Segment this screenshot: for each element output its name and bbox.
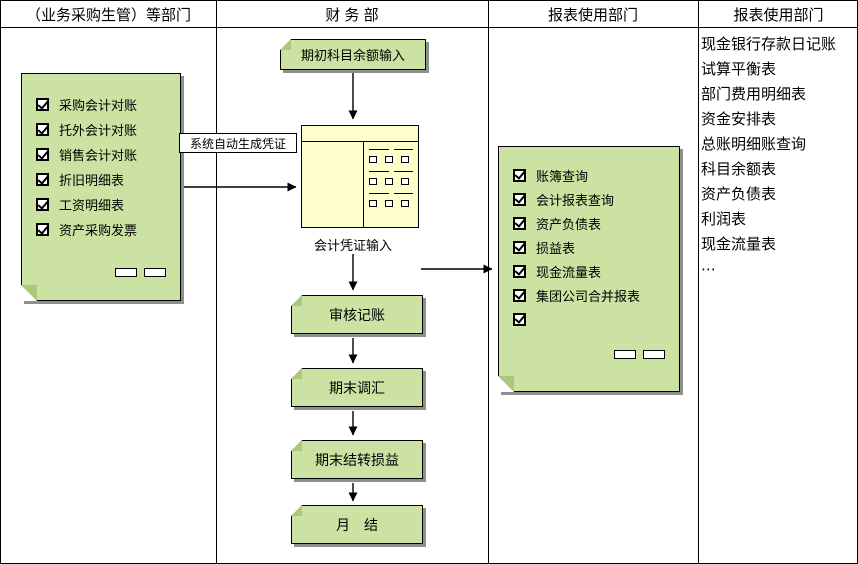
report-list-item: 现金流量表	[701, 236, 777, 253]
voucher-form-graphic	[301, 125, 419, 228]
checklist-item-label: 集团公司合并报表	[536, 288, 641, 304]
voucher-input-label: 会计凭证输入	[313, 238, 392, 253]
checklist-item: 账簿查询	[499, 163, 679, 187]
source-documents-note: 采购会计对账 托外会计对账 销售会计对账 折旧明细表	[21, 73, 181, 301]
checklist-item-label: 折旧明细表	[59, 173, 125, 188]
checkbox-checked-icon	[513, 168, 526, 182]
checkbox-checked-icon	[36, 123, 49, 136]
checkbox-checked-icon	[36, 148, 49, 161]
checkbox-checked-icon	[36, 173, 49, 186]
report-list: 现金银行存款日记账 试算平衡表 部门费用明细表 资金安排表 总账明细账查询 科目…	[701, 31, 856, 281]
report-list-item: 利润表	[701, 211, 747, 228]
mini-rect-icon	[643, 350, 665, 359]
checkbox-checked-icon	[513, 216, 526, 230]
carryover-step: 期末结转损益	[291, 440, 423, 479]
report-list-item: 部门费用明细表	[701, 86, 807, 103]
checklist-item-label: 现金流量表	[536, 264, 602, 280]
checklist-item: 现金流量表	[499, 259, 679, 283]
checklist-item: 会计报表查询	[499, 187, 679, 211]
mini-rect-icon	[614, 350, 636, 359]
column-header-report-users-1: 报表使用部门	[547, 6, 638, 24]
checkbox-checked-icon	[513, 240, 526, 254]
checklist-item: 折旧明细表	[22, 167, 180, 192]
audit-step: 审核记账	[291, 295, 423, 334]
checklist-item-label: 会计报表查询	[536, 192, 615, 208]
checklist-item: 工资明细表	[22, 192, 180, 217]
checkbox-checked-icon	[513, 312, 526, 326]
checklist-item: 托外会计对账	[22, 117, 180, 142]
report-list-item: 总账明细账查询	[701, 136, 807, 153]
column-header-source-departments: （业务采购生管）等部门	[25, 6, 191, 24]
checklist-item-label: 资产负债表	[536, 216, 602, 232]
opening-balance-step: 期初科目余额输入	[280, 39, 426, 70]
checklist-item	[499, 307, 679, 331]
report-list-item: 现金银行存款日记账	[701, 36, 837, 53]
report-checklist: 账簿查询 会计报表查询 资产负债表 损益表	[499, 163, 679, 331]
source-checklist: 采购会计对账 托外会计对账 销售会计对账 折旧明细表	[22, 92, 180, 242]
checklist-item: 采购会计对账	[22, 92, 180, 117]
checklist-item-label: 销售会计对账	[59, 148, 138, 163]
report-list-item: 试算平衡表	[701, 61, 777, 78]
report-list-item: 资金安排表	[701, 111, 777, 128]
column-header-finance-department: 财 务 部	[325, 6, 379, 24]
checkbox-checked-icon	[513, 288, 526, 302]
report-list-item: 科目余额表	[701, 161, 777, 178]
checklist-item: 销售会计对账	[22, 142, 180, 167]
checklist-item-label: 工资明细表	[59, 198, 125, 213]
report-list-item: ⋯	[701, 260, 716, 278]
checklist-item: 集团公司合并报表	[499, 283, 679, 307]
checkbox-checked-icon	[36, 198, 49, 211]
checkbox-checked-icon	[36, 98, 49, 111]
checkbox-checked-icon	[513, 264, 526, 278]
column-header-report-users-2: 报表使用部门	[733, 6, 824, 24]
checklist-item: 资产采购发票	[22, 217, 180, 242]
page-controls	[614, 350, 665, 359]
checklist-item: 资产负债表	[499, 211, 679, 235]
auto-voucher-label: 系统自动生成凭证	[179, 133, 297, 153]
checkbox-checked-icon	[513, 192, 526, 206]
page-controls	[115, 268, 166, 277]
checkbox-checked-icon	[36, 223, 49, 236]
checklist-item-label: 采购会计对账	[59, 98, 138, 113]
checklist-item: 损益表	[499, 235, 679, 259]
checklist-item-label: 托外会计对账	[59, 123, 138, 138]
checklist-item-label: 账簿查询	[536, 168, 589, 184]
checklist-item-label: 损益表	[536, 240, 576, 256]
report-checklist-note: 账簿查询 会计报表查询 资产负债表 损益表	[498, 146, 680, 392]
report-list-item: 资产负债表	[701, 186, 777, 203]
monthly-close-step: 月 结	[291, 505, 423, 544]
mini-rect-icon	[144, 268, 166, 277]
checklist-item-label: 资产采购发票	[59, 223, 138, 238]
fx-adjust-step: 期末调汇	[291, 368, 423, 407]
mini-rect-icon	[115, 268, 137, 277]
